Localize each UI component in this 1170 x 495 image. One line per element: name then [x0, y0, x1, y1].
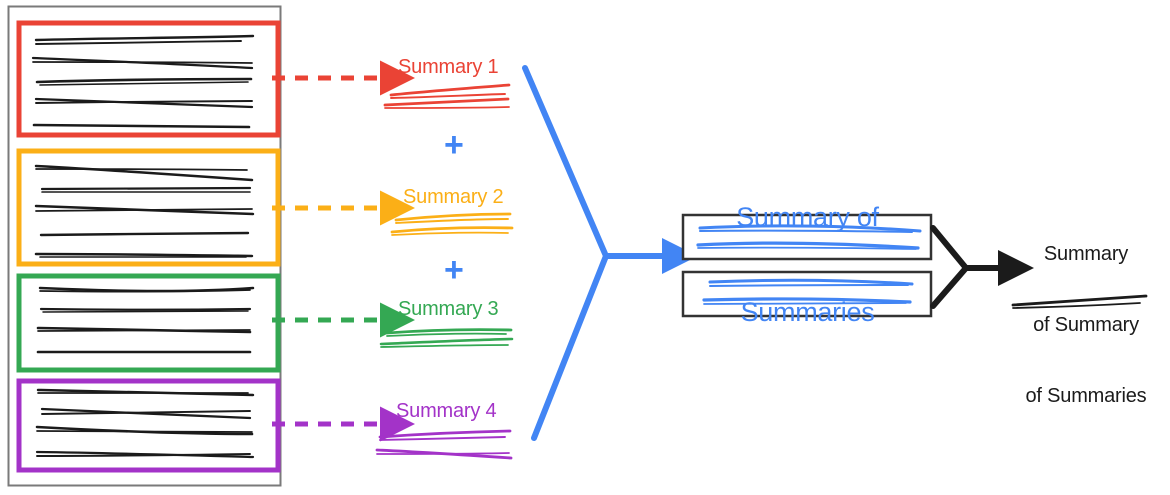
final-output-title-line-3: of Summaries	[1025, 384, 1147, 407]
document-group-2[interactable]	[16, 148, 281, 267]
summary-2-lines	[390, 212, 514, 236]
summary-of-summaries-box-2[interactable]	[681, 270, 933, 318]
document-group-4-text-lines	[35, 388, 255, 459]
summary-4-lines	[375, 429, 513, 460]
final-output-title-line-2: of Summary	[1033, 313, 1139, 336]
summary-2-label: Summary 2	[403, 186, 504, 208]
blue-funnel-top-leg	[522, 65, 609, 259]
final-output-title: Summary of Summary of Summaries	[1011, 196, 1161, 456]
document-group-1[interactable]	[16, 20, 281, 138]
plus-operator-1: +	[444, 126, 464, 164]
summary-of-summaries-box-1[interactable]	[681, 213, 933, 261]
plus-operator-2: +	[444, 251, 464, 289]
black-funnel-bottom-leg	[930, 265, 969, 309]
final-output-lines	[1011, 294, 1148, 309]
final-output-title-line-1: Summary	[1043, 243, 1129, 266]
summary-4-label: Summary 4	[396, 400, 497, 422]
summary-3-lines	[379, 328, 514, 348]
summary-of-summaries-title-line-1: Summary of	[736, 201, 879, 232]
summary-of-summaries-title-line-2: Summaries	[740, 297, 875, 328]
document-group-3[interactable]	[16, 273, 281, 373]
summary-1-lines	[383, 83, 511, 109]
document-group-3-text-lines	[36, 286, 255, 354]
document-group-4[interactable]	[16, 378, 281, 473]
black-funnel-top-leg	[930, 225, 969, 271]
blue-funnel-bottom-leg	[531, 253, 609, 441]
summary-of-summaries-title: Summary of Summaries	[700, 138, 915, 393]
document-group-1-text-lines	[31, 34, 255, 129]
black-funnel-merge[interactable]	[930, 225, 1034, 309]
summary-3-label: Summary 3	[398, 298, 499, 320]
blue-funnel-merge[interactable]	[522, 65, 698, 441]
summary-1-label: Summary 1	[398, 56, 499, 78]
document-group-2-text-lines	[34, 164, 255, 258]
